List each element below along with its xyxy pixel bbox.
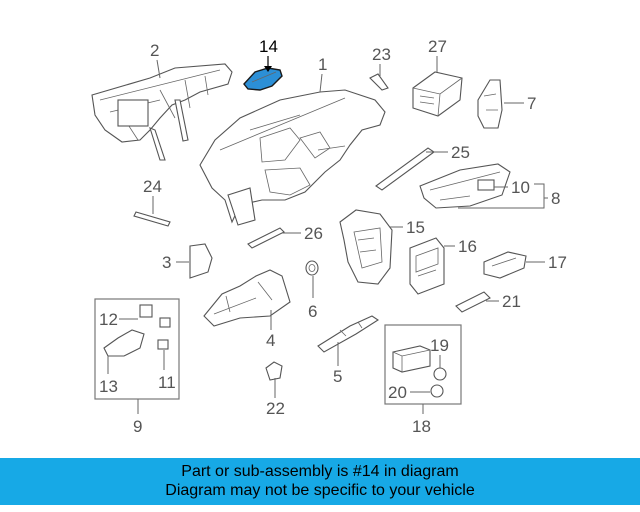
part-15-center-bracket[interactable] [339,209,393,285]
part-17[interactable] [483,251,527,279]
parts-diagram: 2 14 1 23 27 7 25 [91,37,567,436]
callout-27: 27 [428,37,447,56]
banner-line-1: Part or sub-assembly is #14 in diagram [181,463,459,480]
callout-12: 12 [99,310,118,329]
part-10-switch[interactable] [477,179,495,191]
callout-1: 1 [318,55,327,74]
part-26[interactable] [247,227,285,249]
callout-9: 9 [133,417,142,436]
group-box-18 [384,324,462,405]
part-1-instrument-panel[interactable] [199,89,386,226]
callout-25: 25 [451,143,470,162]
part-3-end-cap[interactable] [189,243,213,279]
part-7[interactable] [477,79,503,129]
callout-6: 6 [308,302,317,321]
part-13-bracket[interactable] [103,329,145,357]
part-18-module[interactable] [392,345,431,373]
callout-20: 20 [388,383,407,402]
callout-5: 5 [333,367,342,386]
callout-22: 22 [266,399,285,418]
callout-15: 15 [406,218,425,237]
callout-10: 10 [511,178,530,197]
part-21-panel[interactable] [455,291,491,313]
part-4-lower-panel[interactable] [203,269,291,327]
callout-13: 13 [99,377,118,396]
callout-16: 16 [458,237,477,256]
callout-7: 7 [527,94,536,113]
part-14-highlighted[interactable] [243,67,283,91]
banner-line-2: Diagram may not be specific to your vehi… [165,482,475,499]
part-5-trim[interactable] [317,315,380,353]
callout-19: 19 [430,336,449,355]
part-22-clip[interactable] [265,361,283,381]
part-19-switch[interactable] [433,367,447,381]
info-banner: Part or sub-assembly is #14 in diagram D… [0,458,640,505]
callout-2: 2 [150,41,159,60]
callout-3: 3 [162,253,171,272]
part-11-clips[interactable] [157,317,171,350]
callout-24: 24 [143,177,162,196]
part-27[interactable] [412,71,463,117]
part-16-bezel[interactable] [409,237,445,295]
callout-11: 11 [158,373,176,392]
group-box-9 [94,298,180,400]
callout-17: 17 [548,253,567,272]
callout-23: 23 [372,45,391,64]
part-8-console-trim[interactable] [419,163,511,209]
callout-4: 4 [266,331,275,350]
part-6-clip[interactable] [305,260,319,276]
part-12[interactable] [139,304,153,318]
part-20-switch[interactable] [430,384,444,398]
part-23[interactable] [369,73,389,91]
callout-21: 21 [502,292,521,311]
callout-8: 8 [551,189,560,208]
part-2-dash-frame[interactable] [91,63,233,161]
part-24[interactable] [133,211,171,227]
callout-14: 14 [259,37,278,56]
callout-26: 26 [304,224,323,243]
callout-18: 18 [412,417,431,436]
